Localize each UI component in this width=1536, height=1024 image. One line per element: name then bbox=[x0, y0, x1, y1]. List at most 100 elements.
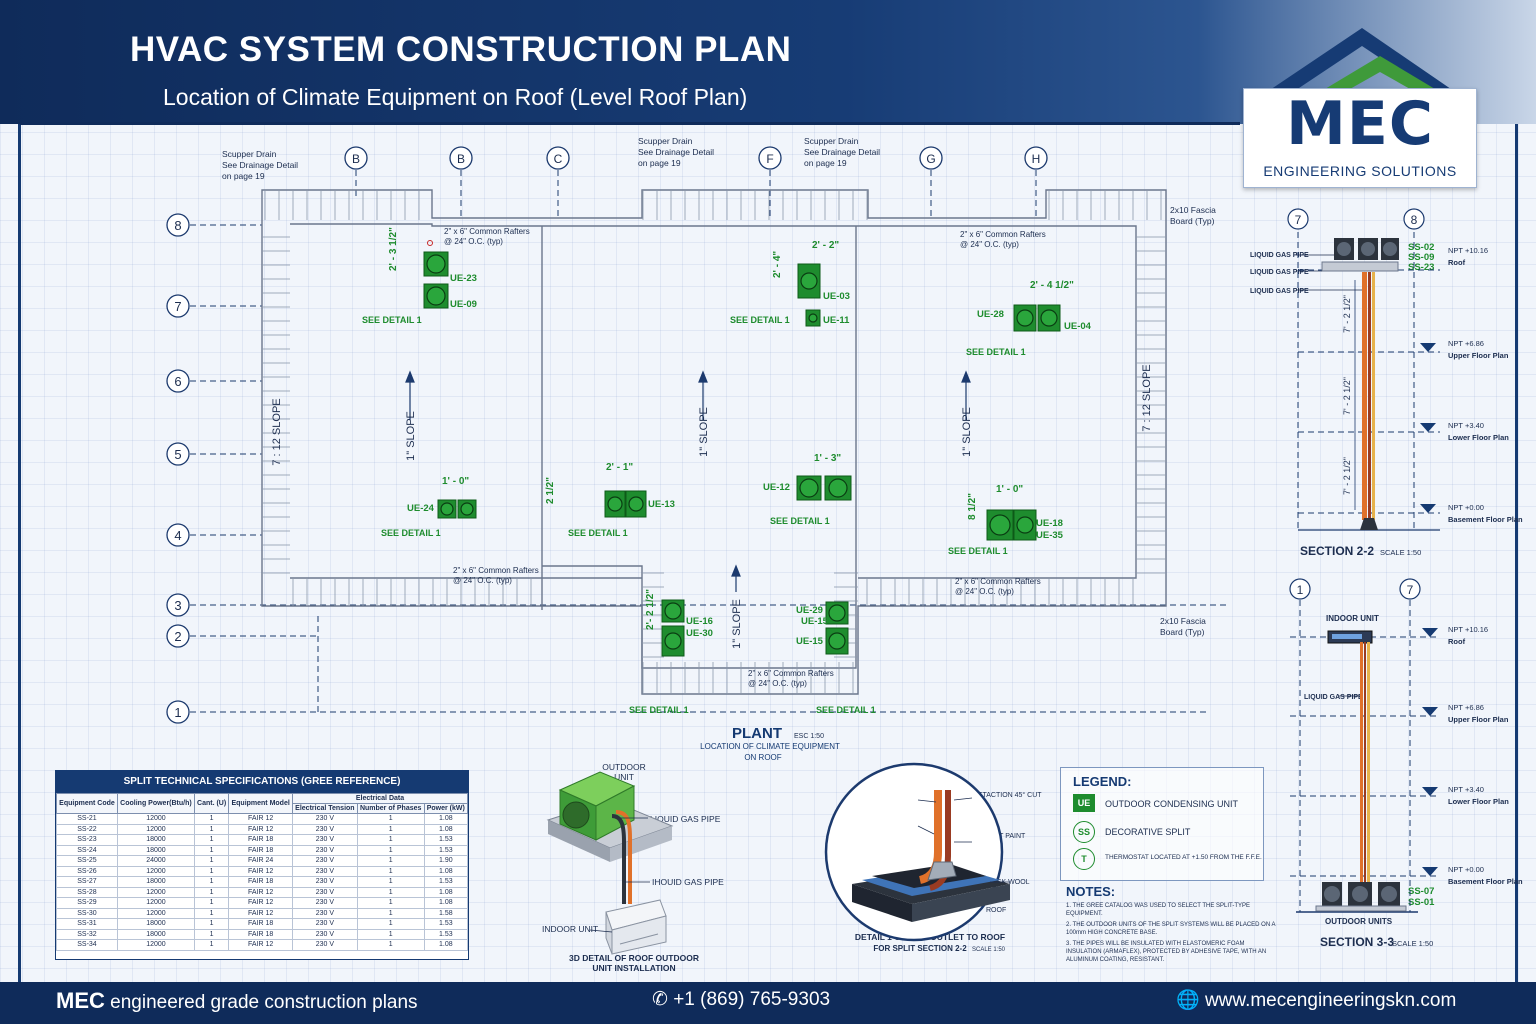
logo-wordmark: MEC bbox=[1286, 89, 1434, 159]
plant-title: PLANT bbox=[732, 725, 782, 742]
grid-label-col: B bbox=[352, 152, 360, 166]
see-detail-note: SEE DETAIL 1 bbox=[568, 528, 628, 538]
level-name: Upper Floor Plan bbox=[1448, 715, 1509, 724]
grid-bubble-row bbox=[166, 523, 190, 547]
footer-website[interactable]: 🌐 www.mecengineeringskn.com bbox=[1176, 988, 1456, 1012]
unit-label: UE-29 bbox=[796, 605, 823, 616]
slope-label: 1" SLOPE bbox=[961, 407, 973, 457]
col-cooling-power: Cooling Power(Btu/h) bbox=[116, 793, 195, 814]
footer-bar: MEC engineered grade construction plans … bbox=[0, 982, 1536, 1024]
detail-1-pipe-outlet bbox=[824, 762, 1010, 942]
table-cell: 1.08 bbox=[423, 813, 469, 825]
table-cell: 1 bbox=[356, 834, 425, 846]
grid-bubble-row bbox=[166, 213, 190, 237]
slope-label: 1" SLOPE bbox=[698, 407, 710, 457]
section-pipe-label: LIQUID GAS PIPE bbox=[1250, 269, 1309, 276]
rafter-hatch bbox=[262, 190, 1166, 694]
table-cell: 12000 bbox=[116, 865, 195, 877]
marker-dot bbox=[427, 240, 433, 246]
detail1-label: METACTION 45° CUT bbox=[972, 791, 1042, 799]
legend-title: LEGEND: bbox=[1073, 774, 1132, 789]
scupper-note-left: See Drainage Detail bbox=[222, 160, 298, 170]
see-detail-note: SEE DETAIL 1 bbox=[381, 528, 441, 538]
slope-arrows bbox=[405, 370, 971, 592]
table-cell: 1 bbox=[193, 834, 230, 846]
table-cell: 230 V bbox=[292, 813, 358, 825]
detail3d-caption: 3D DETAIL OF ROOF OUTDOOR bbox=[569, 953, 699, 963]
table-cell: 1 bbox=[356, 813, 425, 825]
rafter-note: 2" x 6" Common Rafters bbox=[444, 227, 530, 236]
slope-label: 1" SLOPE bbox=[405, 411, 417, 461]
note-3: 3. THE PIPES WILL BE INSULATED WITH ELAS… bbox=[1066, 941, 1267, 963]
note-1: 1. THE GREE CATALOG WAS USED TO SELECT T… bbox=[1066, 903, 1251, 917]
grid-bubble-col bbox=[344, 146, 368, 170]
see-detail-note: SEE DETAIL 1 bbox=[629, 705, 689, 715]
table-cell: 1 bbox=[356, 876, 425, 888]
company-logo: MEC ENGINEERING SOLUTIONS bbox=[1243, 88, 1477, 188]
table-cell: FAIR 18 bbox=[228, 834, 293, 846]
table-cell: 1 bbox=[193, 813, 230, 825]
col-electrical-data: Electrical Data bbox=[292, 793, 468, 804]
section-dimension: 7' - 2 1/2" bbox=[1342, 295, 1352, 333]
section-scale: SCALE 1:50 bbox=[1380, 548, 1421, 557]
table-cell: FAIR 18 bbox=[228, 928, 293, 940]
col-tension: Electrical Tension bbox=[292, 803, 358, 814]
rafter-note: 2" x 6" Common Rafters bbox=[960, 230, 1046, 239]
table-cell: SS-29 bbox=[56, 897, 118, 909]
footer-phone[interactable]: ✆ +1 (869) 765-9303 bbox=[652, 988, 830, 1011]
fan-icon bbox=[799, 478, 819, 498]
detail3d-caption: UNIT INSTALLATION bbox=[592, 963, 675, 973]
level-npt: NPT +3.40 bbox=[1448, 785, 1484, 794]
table-cell: 230 V bbox=[292, 865, 358, 877]
unit-label: UE-28 bbox=[977, 309, 1004, 320]
section-3-3 bbox=[1290, 600, 1440, 913]
grid-label-row: 2 bbox=[174, 629, 181, 644]
grid-bubble-row bbox=[166, 624, 190, 648]
table-cell: 1 bbox=[356, 855, 425, 867]
unit-label: UE-18 bbox=[1036, 518, 1063, 529]
table-cell: 1.53 bbox=[423, 844, 469, 856]
table-cell: 230 V bbox=[292, 928, 358, 940]
header-underline bbox=[20, 122, 1240, 125]
grid-label-col: C bbox=[554, 152, 563, 166]
level-name: Basement Floor Plan bbox=[1448, 515, 1523, 524]
legend-ue-text: OUTDOOR CONDENSING UNIT bbox=[1105, 799, 1239, 809]
logo-tagline: ENGINEERING SOLUTIONS bbox=[1263, 163, 1457, 179]
legend-t-text: THERMOSTAT LOCATED AT +1.50 FROM THE F.F… bbox=[1105, 854, 1262, 861]
table-cell: 12000 bbox=[116, 823, 195, 835]
footer-brand-name: MEC bbox=[56, 988, 105, 1013]
page-title: HVAC SYSTEM CONSTRUCTION PLAN bbox=[130, 30, 792, 69]
section-title: SECTION 3-3 bbox=[1320, 935, 1394, 949]
dimension-label: 2' - 2" bbox=[812, 240, 839, 251]
legend-box: LEGEND: UE OUTDOOR CONDENSING UNIT SS DE… bbox=[1060, 767, 1264, 881]
table-cell: 1 bbox=[356, 823, 425, 835]
legend-ss-text: DECORATIVE SPLIT bbox=[1105, 827, 1191, 837]
detail3d-indoor-label: INDOOR UNIT bbox=[542, 924, 598, 934]
grid-label-row: 8 bbox=[174, 218, 181, 233]
section-unit-tag: SS-09 bbox=[1408, 252, 1434, 263]
table-cell: FAIR 12 bbox=[228, 886, 293, 898]
fascia-note: 2x10 Fascia bbox=[1170, 205, 1216, 215]
leader-lines bbox=[589, 254, 1362, 933]
level-npt: NPT +10.16 bbox=[1448, 246, 1488, 255]
header-bar: HVAC SYSTEM CONSTRUCTION PLAN Location o… bbox=[0, 0, 1536, 124]
table-cell: FAIR 18 bbox=[228, 844, 293, 856]
table-cell: 1.90 bbox=[423, 855, 469, 867]
table-cell: 230 V bbox=[292, 855, 358, 867]
grid-bubble-row bbox=[166, 442, 190, 466]
dimension-label: 8 1/2" bbox=[967, 493, 978, 520]
dimension-label: 1' - 0" bbox=[996, 484, 1023, 495]
level-npt: NPT +3.40 bbox=[1448, 421, 1484, 430]
footer-url: www.mecengineeringskn.com bbox=[1204, 990, 1457, 1011]
globe-icon: 🌐 bbox=[1176, 990, 1200, 1011]
table-cell: SS-31 bbox=[56, 918, 118, 930]
grid-label-col: B bbox=[457, 152, 465, 166]
side-slope-label-right: 7 : 12 SLOPE bbox=[1141, 364, 1153, 431]
detail3d-pipe-label: LIQUID GAS PIPE bbox=[650, 814, 721, 824]
